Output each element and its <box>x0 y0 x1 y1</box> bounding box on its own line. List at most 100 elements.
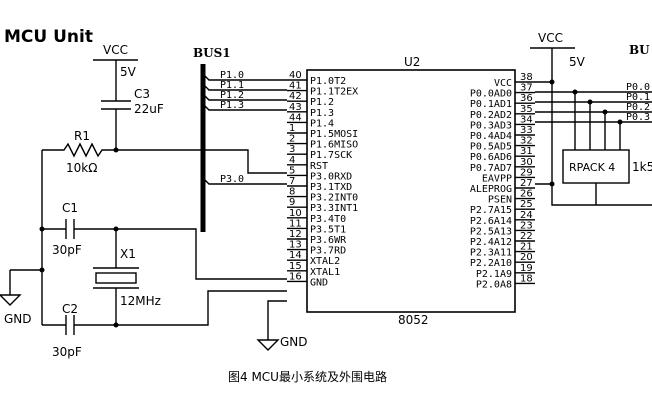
pin-number: 29 <box>520 167 533 178</box>
pin-name: P0.1AD1 <box>470 99 512 110</box>
pin-name: P2.0A8 <box>476 279 512 290</box>
pin-number: 42 <box>289 91 302 102</box>
pin-number: 26 <box>520 189 533 200</box>
pin-name: P0.2AD2 <box>470 110 512 121</box>
chip-pin-left: 1P1.5MOSI <box>287 123 358 140</box>
pin-number: 11 <box>289 218 302 229</box>
pin-name: EAVPP <box>482 173 512 184</box>
chip-pin-left: 2P1.6MISO <box>287 134 358 151</box>
pin-name: P1.1T2EX <box>310 87 358 98</box>
chip-name: 8052 <box>398 313 429 327</box>
chip-pin-left: 9P3.3INT1 <box>287 197 358 214</box>
x1-ref: X1 <box>120 247 136 261</box>
pin-number: 10 <box>289 208 302 219</box>
pin-number: 27 <box>520 178 533 189</box>
rpack-value: 1k5 <box>632 160 652 174</box>
gnd-left-label: GND <box>4 312 32 326</box>
pin-number: 5 <box>289 165 295 176</box>
pin-number: 37 <box>520 83 533 94</box>
resistor-pack: RPACK 4 1k5 <box>562 149 652 205</box>
pin-name: P2.3A11 <box>470 248 512 259</box>
capacitor-c1: C1 30pF <box>42 201 116 257</box>
net-label-p02: P0.2 <box>626 102 650 113</box>
vcc-left-label: VCC <box>103 43 128 57</box>
bus1-label: BUS1 <box>193 46 231 60</box>
pin-name: XTAL2 <box>310 256 340 267</box>
pin-name: P0.7AD7 <box>470 163 512 174</box>
pin-name: P1.0T2 <box>310 76 346 87</box>
bus1-entries <box>202 73 287 185</box>
net-label-p03: P0.3 <box>626 112 650 123</box>
port0-wires <box>535 91 652 150</box>
pin-number: 38 <box>520 72 533 83</box>
net-label-p10: P1.0 <box>220 70 244 81</box>
pin-name: P2.7A15 <box>470 205 512 216</box>
pin-number: 44 <box>289 112 302 123</box>
pin-name: P3.5T1 <box>310 224 346 235</box>
pin-number: 8 <box>289 187 295 198</box>
pin-name: P3.3INT1 <box>310 203 358 214</box>
pin-name: P0.6AD6 <box>470 152 512 163</box>
vcc-left-value: 5V <box>120 65 137 79</box>
pin-name: P3.0RXD <box>310 171 352 182</box>
pin-name: P3.7RD <box>310 246 346 257</box>
pin-name: P2.6A14 <box>470 216 512 227</box>
net-label-p30: P3.0 <box>220 174 244 185</box>
pin-name: P2.4A12 <box>470 237 512 248</box>
vcc-right: VCC 5V <box>530 31 586 82</box>
r1-ref: R1 <box>74 129 90 143</box>
pin-name: P2.2A10 <box>470 258 512 269</box>
pin-name: P2.1A9 <box>476 269 512 280</box>
c2-value: 30pF <box>52 345 82 359</box>
pin-number: 2 <box>289 134 295 145</box>
pin-number: 3 <box>289 144 295 155</box>
pin-number: 34 <box>520 114 533 125</box>
pin-name: VCC <box>494 78 512 89</box>
pin-number: 41 <box>289 81 302 92</box>
pin-number: 20 <box>520 252 533 263</box>
pin-number: 35 <box>520 104 533 115</box>
pin-number: 7 <box>289 176 295 187</box>
vcc-left: VCC 5V <box>93 43 138 101</box>
rpack-ref: RPACK 4 <box>569 161 615 174</box>
ground-chip: GND <box>256 335 308 351</box>
pin-number: 12 <box>289 229 302 240</box>
pin-name: P1.2 <box>310 97 334 108</box>
pin-number: 32 <box>520 136 533 147</box>
pin-number: 24 <box>520 210 533 221</box>
pin-name: P1.7SCK <box>310 150 352 161</box>
pin-name: P1.3 <box>310 108 334 119</box>
pin-name: P1.4 <box>310 118 334 129</box>
wire-chip-gnd <box>267 300 287 340</box>
pin-name: P0.5AD5 <box>470 142 512 153</box>
ground-left: GND <box>0 294 32 326</box>
crystal-x1: X1 12MHz <box>93 229 161 325</box>
